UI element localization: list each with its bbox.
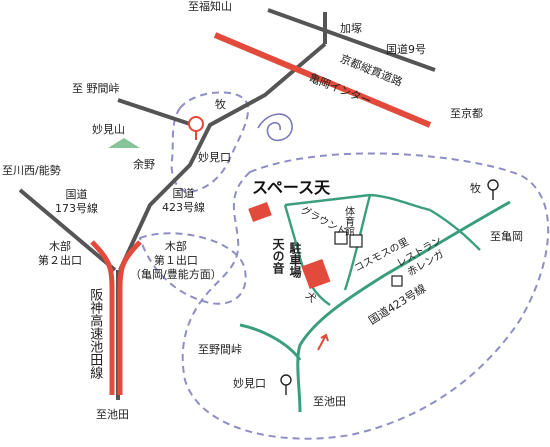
hanshin-red-right	[117, 240, 142, 395]
label-to-kameoka: 至亀岡	[490, 230, 523, 243]
label-route9: 国道9号	[386, 43, 426, 56]
label-to-nomatoge-inset: 至野間峠	[198, 343, 242, 356]
label-route423-top: 国道 423号線	[162, 187, 205, 214]
label-myokenguchi-top: 妙見口	[198, 151, 231, 164]
label-to-ikeda-inset: 至池田	[313, 395, 346, 408]
parking-lot	[301, 258, 331, 290]
restaurant-building	[391, 275, 403, 287]
nomatoge-green	[239, 323, 302, 361]
nomatoge-road	[117, 98, 194, 127]
access-green-1	[284, 193, 431, 212]
label-yono: 余野	[133, 158, 155, 171]
route423-north	[118, 42, 327, 271]
label-kazuka: 加塚	[340, 22, 362, 35]
kibe-boundary	[138, 232, 247, 305]
label-taiikukan: 体育館	[342, 206, 354, 236]
label-to-nomatoge-top: 至 野間峠	[72, 82, 120, 95]
label-to-kawanishi: 至川西/能勢	[2, 164, 61, 177]
myokenguchi-station-marker	[280, 374, 292, 386]
maki-station-marker-top	[188, 116, 204, 132]
entrance-arrow	[317, 333, 329, 351]
swirl-mark	[257, 113, 293, 142]
small-area-boundary	[170, 91, 250, 194]
label-kibe-exit1: 木部 第１出口 （亀岡/豊能方面）	[130, 240, 222, 281]
kyoto-jukan-red	[213, 32, 432, 128]
label-myokenguchi-inset: 妙見口	[233, 377, 266, 390]
label-hanshin: 阪神高速池田線	[87, 288, 103, 379]
mountain-icon	[108, 138, 140, 148]
label-parking: 駐車場	[288, 242, 302, 278]
route9-road	[267, 8, 436, 72]
label-to-kyoto: 至京都	[450, 107, 483, 120]
label-space-ten: スペース天	[252, 178, 331, 197]
gym-building	[334, 231, 348, 245]
ground-box	[349, 234, 363, 248]
label-kibe-exit2: 木部 第２出口	[38, 240, 82, 267]
space-ten-building	[248, 202, 272, 222]
label-route173: 国道 173号線	[55, 188, 98, 215]
label-maki-top: 牧	[215, 98, 226, 111]
label-to-fukuchiyama: 至福知山	[188, 0, 232, 13]
maki-station-marker-inset	[487, 179, 499, 191]
label-myokenzan: 妙見山	[92, 123, 125, 136]
route423-green	[296, 200, 511, 413]
label-tennone: 天の音	[271, 238, 285, 274]
route173-road	[18, 188, 117, 272]
large-area-boundary	[181, 152, 550, 440]
hanshin-red-left	[90, 240, 115, 395]
label-to-ikeda-left: 至池田	[96, 408, 129, 421]
access-green-4	[429, 208, 481, 251]
label-maki-inset: 牧	[470, 182, 481, 195]
